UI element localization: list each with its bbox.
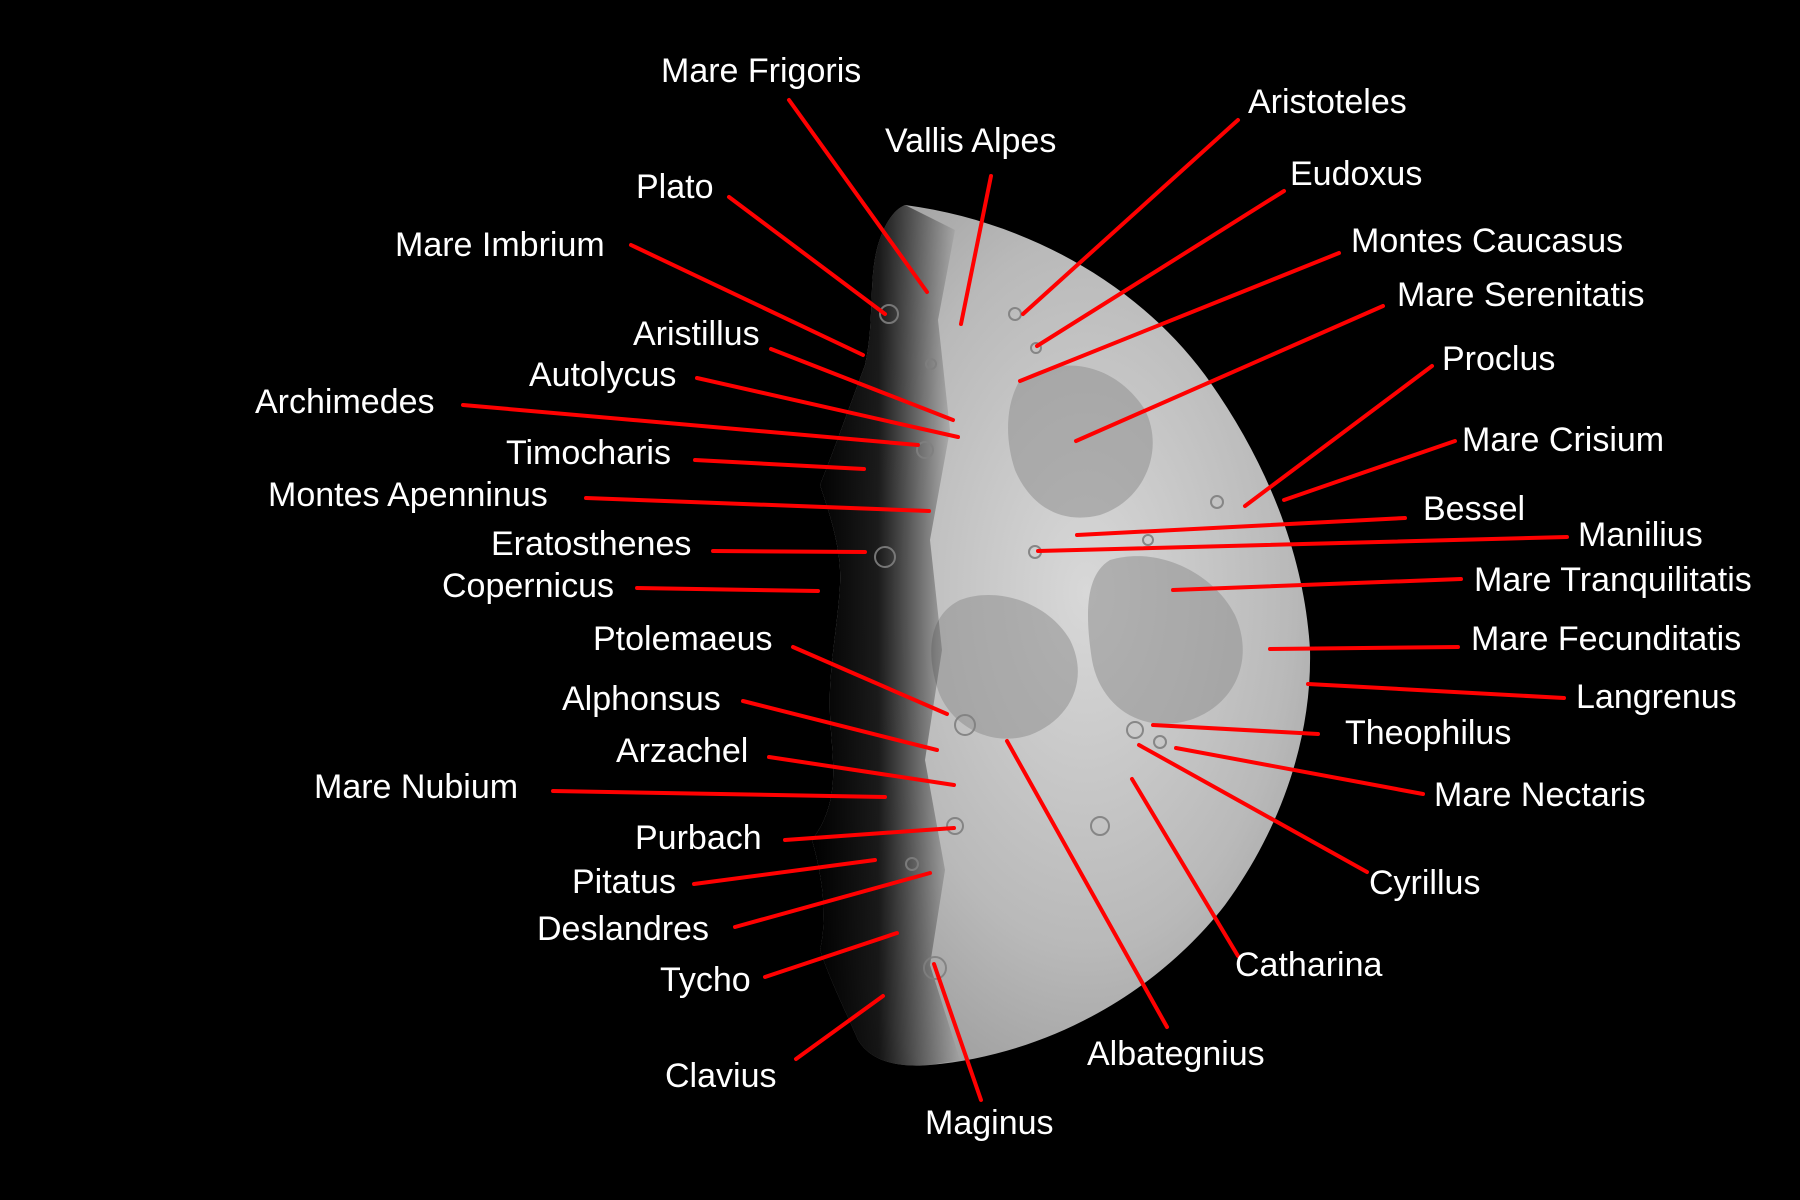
leader-line-catharina [1130,777,1240,958]
leader-line-archimedes [461,403,920,447]
label-theophilus: Theophilus [1345,714,1512,752]
label-montes-apenninus: Montes Apenninus [268,476,548,514]
leader-line-aristillus [769,347,955,422]
label-cyrillus: Cyrillus [1369,864,1481,902]
leader-line-copernicus [635,586,820,593]
leader-line-deslandres [733,871,932,929]
leader-line-ptolemaeus [791,645,949,716]
leader-line-cyrillus [1137,743,1369,874]
leader-line-arzachel [767,755,956,787]
label-catharina: Catharina [1235,946,1383,984]
label-mare-fecunditatis: Mare Fecunditatis [1471,620,1742,658]
leader-line-clavius [794,994,885,1061]
leader-line-proclus [1243,364,1434,508]
leader-line-mare-frigoris [787,98,929,294]
label-mare-frigoris: Mare Frigoris [661,52,862,90]
label-alphonsus: Alphonsus [562,680,721,718]
label-mare-crisium: Mare Crisium [1462,421,1665,459]
leader-line-theophilus [1151,723,1320,736]
leader-line-plato [727,195,887,316]
label-mare-imbrium: Mare Imbrium [395,226,605,264]
leader-line-mare-tranquilitatis [1171,577,1463,592]
label-langrenus: Langrenus [1576,678,1737,716]
label-pitatus: Pitatus [572,863,676,901]
leader-line-mare-nubium [551,789,887,799]
label-mare-tranquilitatis: Mare Tranquilitatis [1474,561,1752,599]
leader-line-montes-apenninus [584,496,931,513]
leader-line-eratosthenes [711,549,867,554]
leader-line-langrenus [1306,682,1566,700]
label-clavius: Clavius [665,1057,777,1095]
label-copernicus: Copernicus [442,567,614,605]
leader-line-eudoxus [1035,189,1286,348]
label-aristillus: Aristillus [633,315,760,353]
label-arzachel: Arzachel [616,732,749,770]
label-deslandres: Deslandres [537,910,709,948]
label-autolycus: Autolycus [529,356,677,394]
leader-line-autolycus [695,376,960,439]
label-mare-serenitatis: Mare Serenitatis [1397,276,1645,314]
leader-line-purbach [783,826,956,842]
label-eratosthenes: Eratosthenes [491,525,692,563]
leader-line-mare-crisium [1282,439,1457,502]
label-eudoxus: Eudoxus [1290,155,1423,193]
label-albategnius: Albategnius [1087,1035,1265,1073]
leader-line-mare-imbrium [629,243,865,357]
label-vallis-alpes: Vallis Alpes [885,122,1057,160]
leader-line-alphonsus [741,699,939,752]
label-mare-nubium: Mare Nubium [314,768,519,806]
label-plato: Plato [636,168,714,206]
leader-line-mare-serenitatis [1074,304,1385,443]
leader-line-mare-fecunditatis [1268,645,1460,651]
leader-line-bessel [1075,516,1407,537]
moon-terminator-shade [812,205,960,1066]
label-aristoteles: Aristoteles [1248,83,1407,121]
label-purbach: Purbach [635,819,762,857]
label-archimedes: Archimedes [255,383,435,421]
leader-line-mare-nectaris [1174,746,1425,796]
label-mare-nectaris: Mare Nectaris [1434,776,1646,814]
leader-line-manilius [1036,535,1569,553]
label-bessel: Bessel [1423,490,1526,528]
leader-line-timocharis [693,458,866,471]
label-maginus: Maginus [925,1104,1054,1142]
label-proclus: Proclus [1442,340,1556,378]
label-timocharis: Timocharis [506,434,671,472]
leader-line-albategnius [1005,739,1169,1029]
label-tycho: Tycho [660,961,751,999]
label-manilius: Manilius [1578,516,1703,554]
leader-line-aristoteles [1021,118,1240,316]
leader-lines [461,98,1569,1102]
leader-line-vallis-alpes [959,174,993,326]
leader-line-pitatus [692,858,877,886]
leader-line-tycho [763,931,899,979]
moon-body [812,205,1311,1066]
leader-line-maginus [932,962,983,1102]
leader-line-montes-caucasus [1018,251,1341,383]
label-montes-caucasus: Montes Caucasus [1351,222,1624,260]
label-ptolemaeus: Ptolemaeus [593,620,773,658]
moon-maria-dark-regions [931,365,1243,739]
